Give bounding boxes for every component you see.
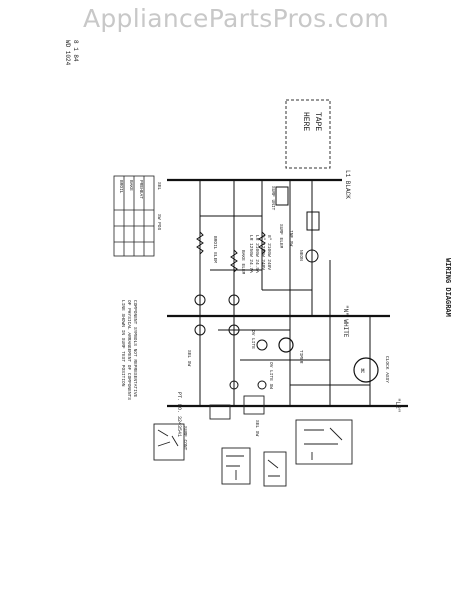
doc-code: WD 1024 xyxy=(64,40,71,66)
label-n-white: "N" WHITE xyxy=(342,305,349,338)
selector-table xyxy=(113,175,155,257)
label-l2: "L2" xyxy=(394,398,401,412)
note-1: COMPONENT SYMBOLS NOT REPRESENTATIVE xyxy=(132,300,138,398)
label-surf-unit: SURF UNIT xyxy=(270,186,276,211)
watermark-text: AppliancePartsPros.com xyxy=(82,4,390,33)
switch-detail-sketches xyxy=(153,395,353,487)
surf-unit-block-2 xyxy=(306,211,320,231)
rating-3: LR 2100W 24.5A xyxy=(254,235,260,273)
label-l1-black: L1 BLACK xyxy=(344,170,351,199)
table-header-sel: SEL xyxy=(156,182,162,190)
label-clock: CLOCK ASSY xyxy=(384,356,390,383)
label-bake-elem: BAKE ELEM xyxy=(240,250,246,275)
label-timer: TIMER xyxy=(298,350,304,364)
tape-here-box xyxy=(285,99,331,169)
label-broil-elem: BROIL ELEM xyxy=(212,236,218,263)
rating-1: 8" 2100W 240V xyxy=(266,235,272,270)
neon-lamp xyxy=(305,249,319,263)
clock-motor xyxy=(353,357,379,383)
diagram-title: WIRING DIAGRAM xyxy=(443,258,451,317)
broil-elem-resistor xyxy=(196,231,204,255)
lamp-circles xyxy=(194,294,268,390)
label-sel-sw: SEL SW xyxy=(186,350,192,367)
surf-unit-block xyxy=(275,186,289,206)
table-row-broil: BROIL xyxy=(118,180,124,194)
timer-contact xyxy=(278,337,294,353)
label-ov-lite: OV LITE xyxy=(250,330,256,349)
rating-2: 6" 1250W 240V xyxy=(260,235,266,270)
rating-4: LR 1250W 24.7A xyxy=(248,235,254,273)
part-number: PT. NO. 3243541 xyxy=(176,392,182,437)
tape-label-1: TAPE xyxy=(313,112,322,131)
branch-wires xyxy=(199,180,371,406)
doc-date: 8 1 84 xyxy=(72,40,79,62)
label-inf-sw: INF SW xyxy=(288,230,294,247)
label-sel-sw-detail: SEL SW xyxy=(254,420,260,437)
table-row-preheat: PREHEAT xyxy=(138,180,144,199)
label-ov-lite-sw: OV LITE SW xyxy=(268,362,274,389)
surf-elem-resistor xyxy=(258,231,266,255)
note-3: LINE SHOWN IN SURF TEST POSITION xyxy=(120,300,126,387)
table-row-bake: BAKE xyxy=(128,180,134,191)
label-surf-cont: SURF CONT xyxy=(182,426,188,451)
bake-elem-resistor xyxy=(230,249,238,273)
tape-label-2: HERE xyxy=(301,112,310,131)
table-header-swpos: SW POS xyxy=(156,214,162,231)
clock-symbol: M xyxy=(361,368,365,375)
note-2: OF PHYSICAL ARRANGEMENT OF COMPONENTS xyxy=(126,300,132,400)
label-surf-elem: SURF ELEM xyxy=(278,224,284,249)
label-neon: NEON xyxy=(298,250,304,261)
